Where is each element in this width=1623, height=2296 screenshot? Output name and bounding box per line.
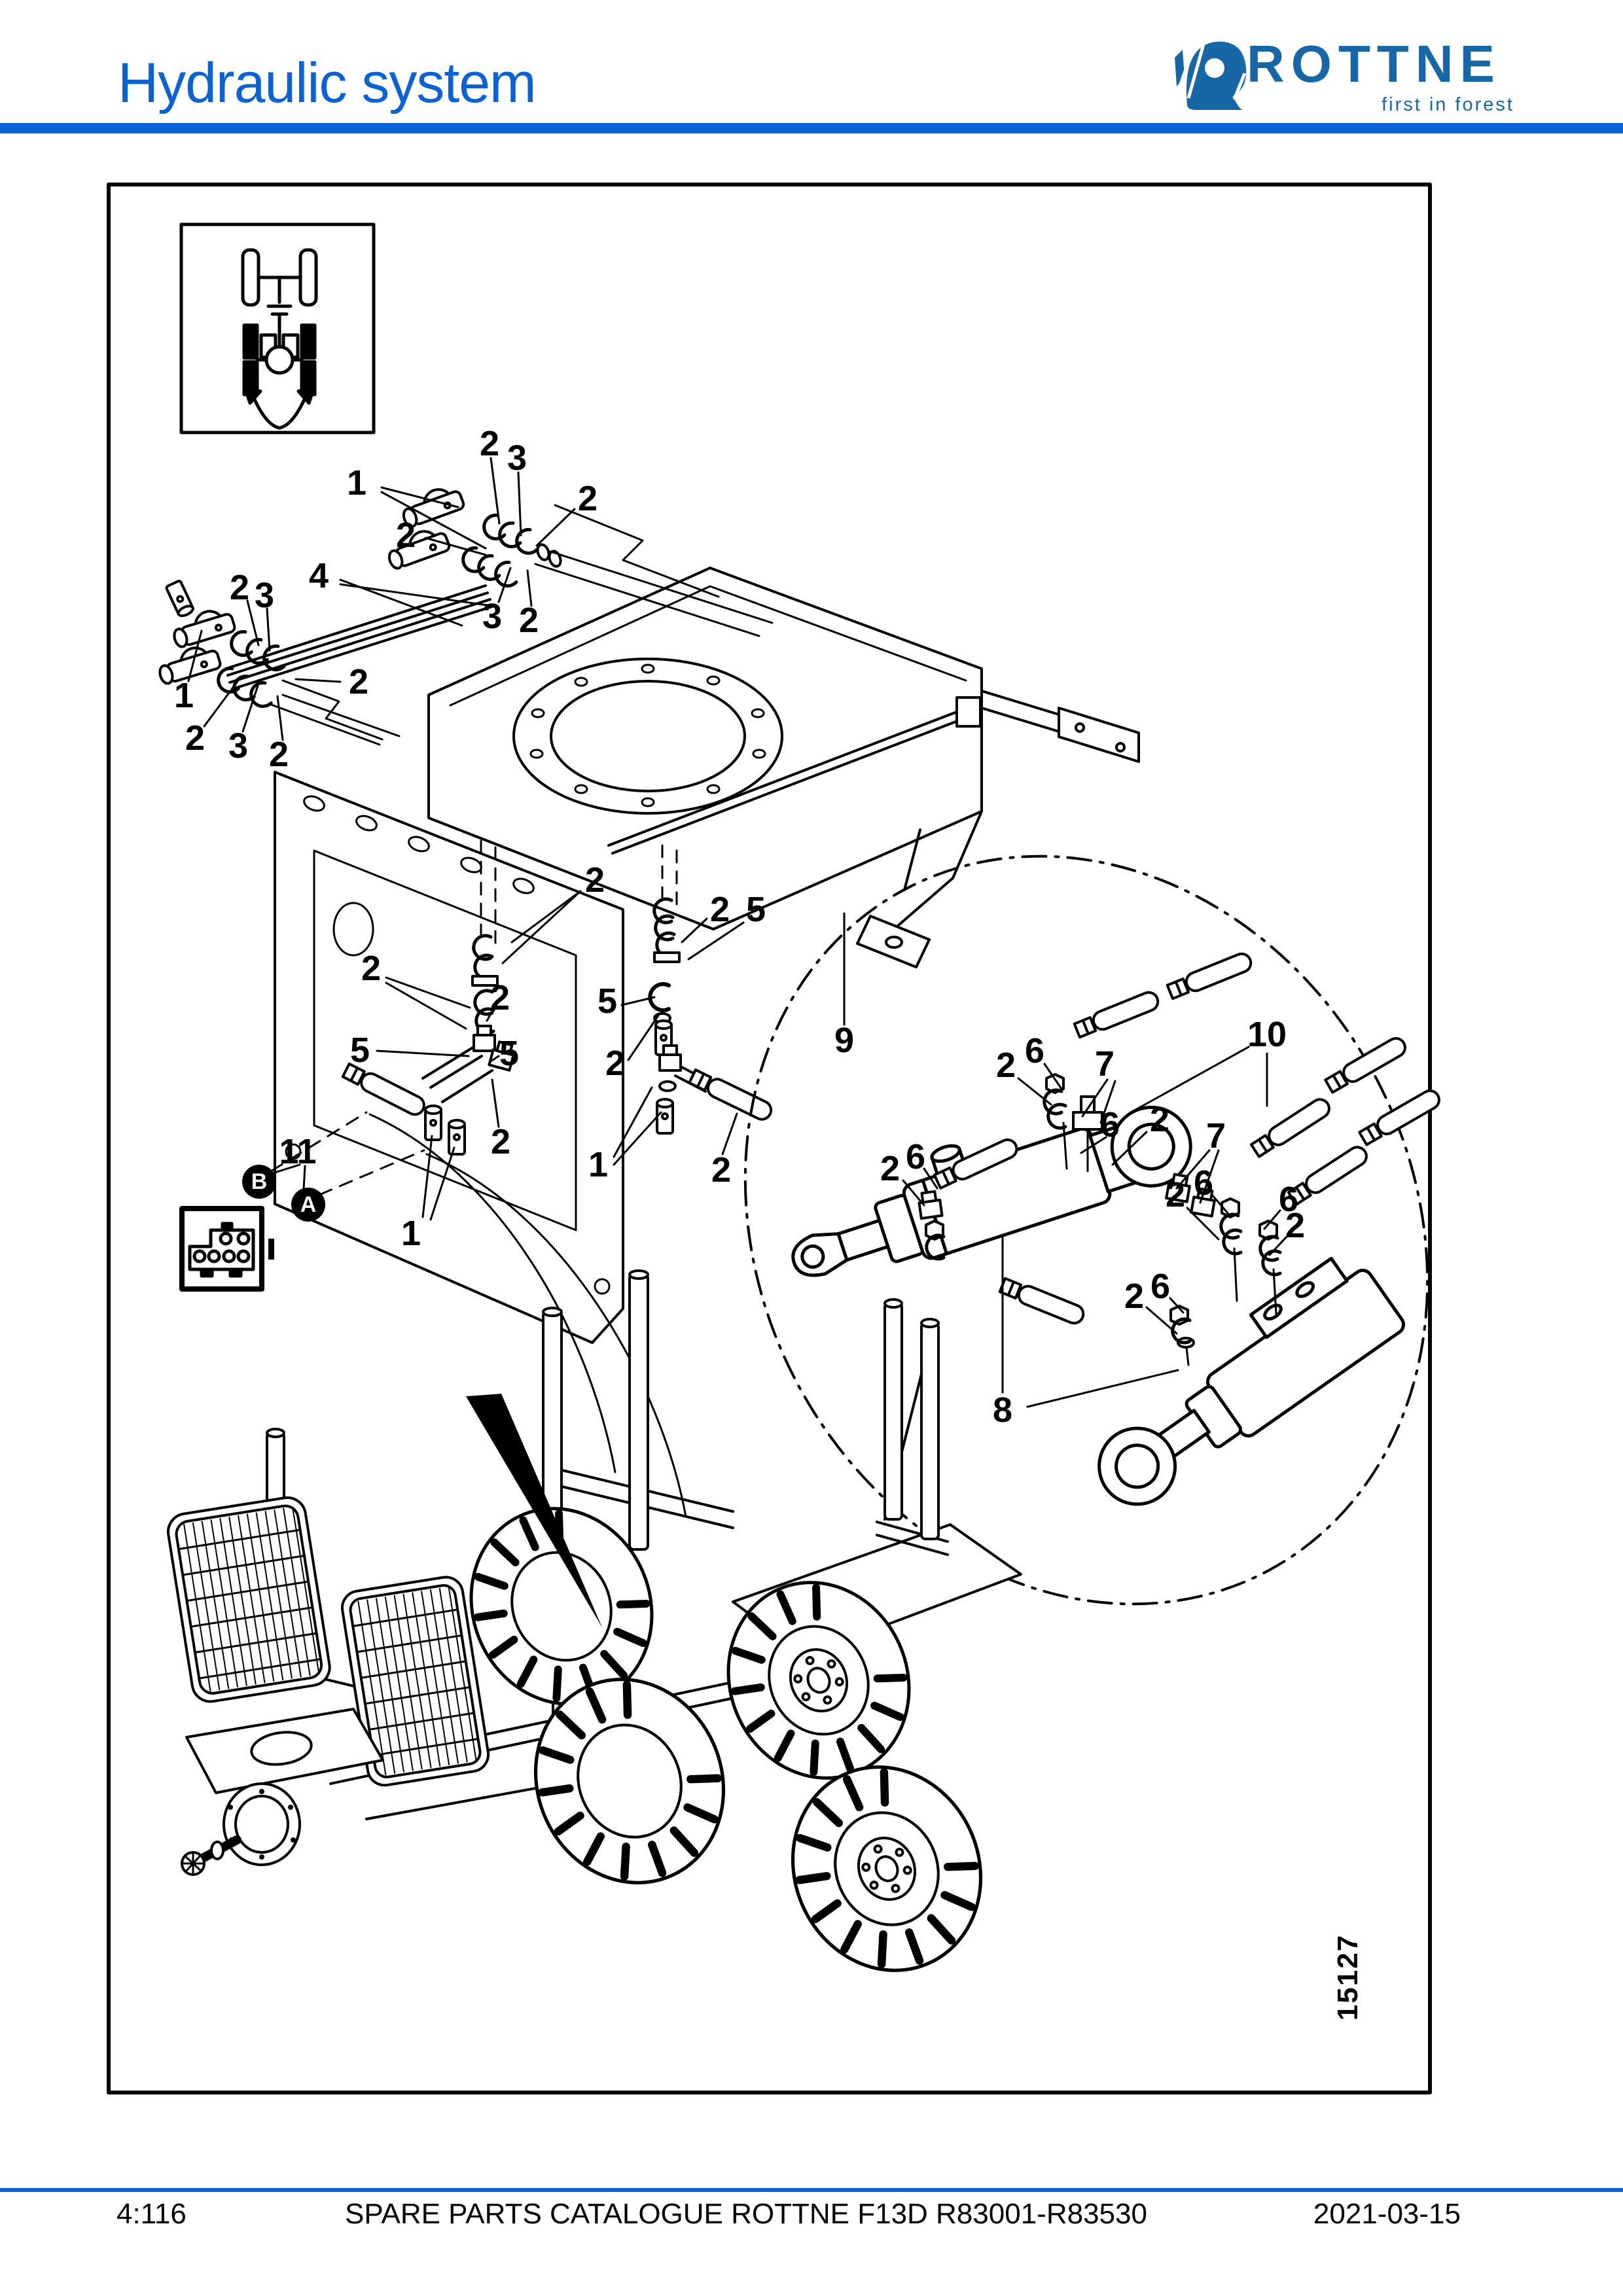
callout-label-5: 5 bbox=[349, 1031, 370, 1070]
footer-rule bbox=[0, 2188, 1623, 2192]
callout-label-10: 10 bbox=[1247, 1015, 1287, 1054]
callout-label-6: 6 bbox=[905, 1137, 926, 1176]
callout-label-2: 2 bbox=[229, 568, 250, 607]
callout-label-2: 2 bbox=[1124, 1277, 1145, 1316]
footer-date: 2021-03-15 bbox=[1313, 2198, 1461, 2230]
callout-label-5: 5 bbox=[499, 1034, 520, 1073]
callout-label-2: 2 bbox=[1165, 1175, 1186, 1214]
callout-label-6: 6 bbox=[1099, 1105, 1120, 1144]
callout-label-2: 2 bbox=[268, 735, 289, 774]
rottne-r-icon bbox=[1175, 41, 1247, 110]
articulated-steering-icon bbox=[179, 222, 376, 434]
callout-label-2: 2 bbox=[880, 1149, 901, 1188]
marker-badge-B: B bbox=[242, 1165, 276, 1199]
pointer-wedge bbox=[466, 1394, 602, 1627]
footer-catalogue-title: SPARE PARTS CATALOGUE ROTTNE F13D R83001… bbox=[345, 2198, 1147, 2230]
rear-frame-drawing bbox=[274, 504, 1140, 1344]
callout-label-3: 3 bbox=[507, 438, 527, 478]
callout-label-2: 2 bbox=[490, 1122, 511, 1161]
callout-label-3: 3 bbox=[228, 726, 249, 766]
leader-lines bbox=[187, 457, 1288, 1408]
callout-label-1: 1 bbox=[346, 463, 367, 503]
callout-label-7: 7 bbox=[1205, 1116, 1226, 1156]
hose-assembly bbox=[154, 481, 774, 1518]
callout-label-2: 2 bbox=[518, 601, 539, 640]
marker-badge-A: A bbox=[291, 1188, 325, 1222]
callout-label-2: 2 bbox=[1149, 1100, 1170, 1139]
footer-page-ref: 4:116 bbox=[116, 2198, 187, 2230]
callout-label-2: 2 bbox=[185, 718, 205, 758]
callout-label-1: 1 bbox=[401, 1214, 421, 1253]
callout-label-2: 2 bbox=[995, 1046, 1016, 1085]
figure-frame bbox=[107, 183, 1432, 2094]
callout-label-8: 8 bbox=[992, 1390, 1013, 1430]
callout-label-2: 2 bbox=[348, 662, 369, 701]
callout-label-2: 2 bbox=[1285, 1206, 1306, 1245]
forwarder-drawing bbox=[166, 1269, 1022, 2001]
callout-label-3: 3 bbox=[482, 597, 503, 636]
brand-tagline: first in forest bbox=[1382, 94, 1514, 115]
detail-boundary bbox=[743, 855, 1429, 1606]
callout-label-1: 1 bbox=[588, 1145, 609, 1184]
callout-label-3: 3 bbox=[254, 576, 275, 615]
callout-label-2: 2 bbox=[584, 860, 605, 900]
callout-label-2: 2 bbox=[395, 516, 416, 555]
callout-label-9: 9 bbox=[834, 1021, 855, 1060]
callout-label-4: 4 bbox=[308, 556, 329, 595]
brand-wordmark: ROTTNE bbox=[1247, 35, 1501, 93]
callout-label-7: 7 bbox=[1094, 1044, 1115, 1084]
electrical-connector-icon bbox=[179, 1206, 274, 1292]
callout-label-6: 6 bbox=[1150, 1267, 1171, 1306]
header-rule bbox=[0, 123, 1623, 133]
callout-label-5: 5 bbox=[745, 890, 766, 929]
steering-cylinder-left bbox=[791, 1105, 1192, 1277]
page-title: Hydraulic system bbox=[118, 52, 537, 115]
callout-label-6: 6 bbox=[1024, 1031, 1045, 1070]
callout-label-2: 2 bbox=[479, 424, 500, 463]
callout-label-2: 2 bbox=[605, 1044, 626, 1083]
callout-label-2: 2 bbox=[709, 890, 730, 929]
callout-label-11: 11 bbox=[279, 1132, 317, 1171]
callout-label-6: 6 bbox=[1278, 1180, 1299, 1219]
figure-number: 15127 bbox=[1332, 1934, 1364, 2021]
callout-label-2: 2 bbox=[490, 978, 510, 1017]
callout-label-2: 2 bbox=[577, 479, 598, 518]
callout-label-2: 2 bbox=[361, 949, 382, 988]
cylinder-fittings bbox=[916, 949, 1444, 1366]
callout-label-6: 6 bbox=[1193, 1163, 1214, 1203]
callout-label-5: 5 bbox=[597, 981, 618, 1021]
steering-cylinder-right bbox=[1097, 1256, 1405, 1506]
callout-label-1: 1 bbox=[173, 676, 194, 715]
callout-label-2: 2 bbox=[711, 1150, 732, 1190]
